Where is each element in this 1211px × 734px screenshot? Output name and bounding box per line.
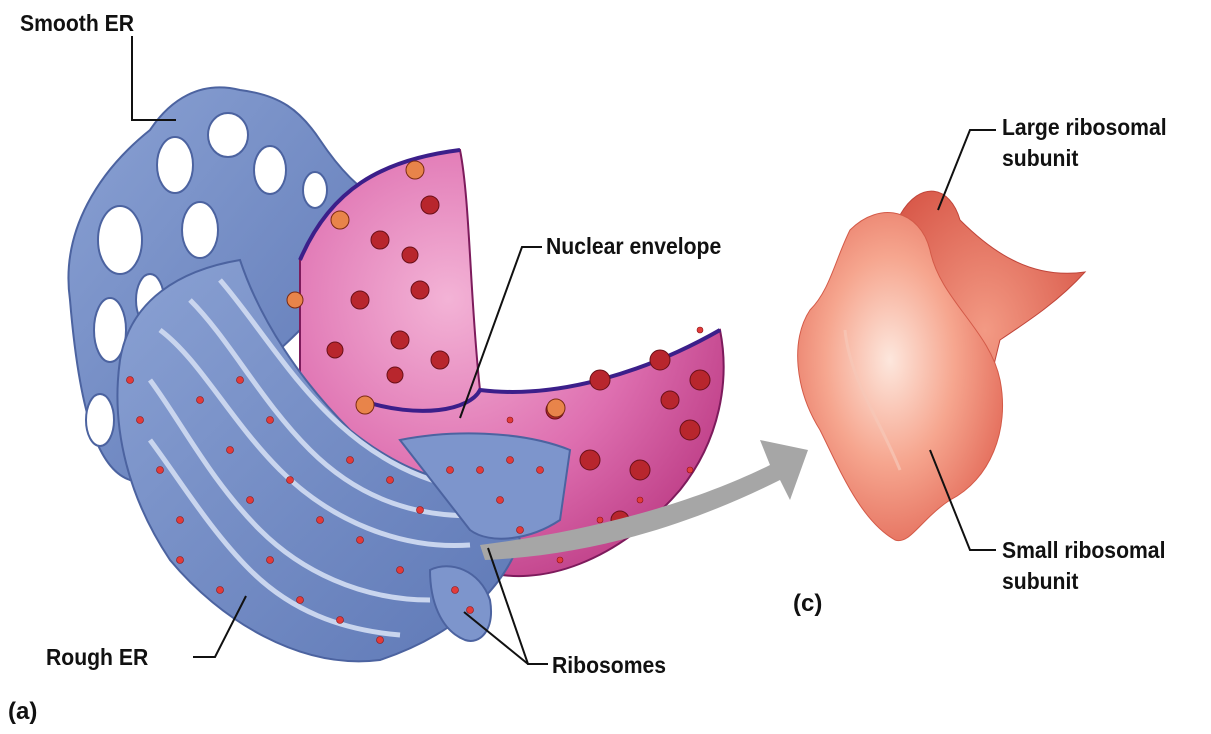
smooth-er-label: Smooth ER bbox=[20, 8, 134, 38]
panel-a-label: (a) bbox=[8, 698, 37, 726]
ribosome-model bbox=[798, 191, 1085, 541]
ribosomes-label: Ribosomes bbox=[552, 650, 666, 680]
large-subunit-label-line2: subunit bbox=[1002, 143, 1167, 174]
rough-er-label: Rough ER bbox=[46, 642, 148, 672]
panel-c-label: (c) bbox=[793, 590, 822, 618]
nuclear-envelope-label: Nuclear envelope bbox=[546, 231, 721, 261]
small-subunit-label: Small ribosomal subunit bbox=[1002, 535, 1165, 597]
small-subunit-label-line2: subunit bbox=[1002, 566, 1165, 597]
large-subunit-label: Large ribosomal subunit bbox=[1002, 112, 1167, 174]
large-subunit-label-line1: Large ribosomal bbox=[1002, 112, 1167, 143]
small-subunit-label-line1: Small ribosomal bbox=[1002, 535, 1165, 566]
